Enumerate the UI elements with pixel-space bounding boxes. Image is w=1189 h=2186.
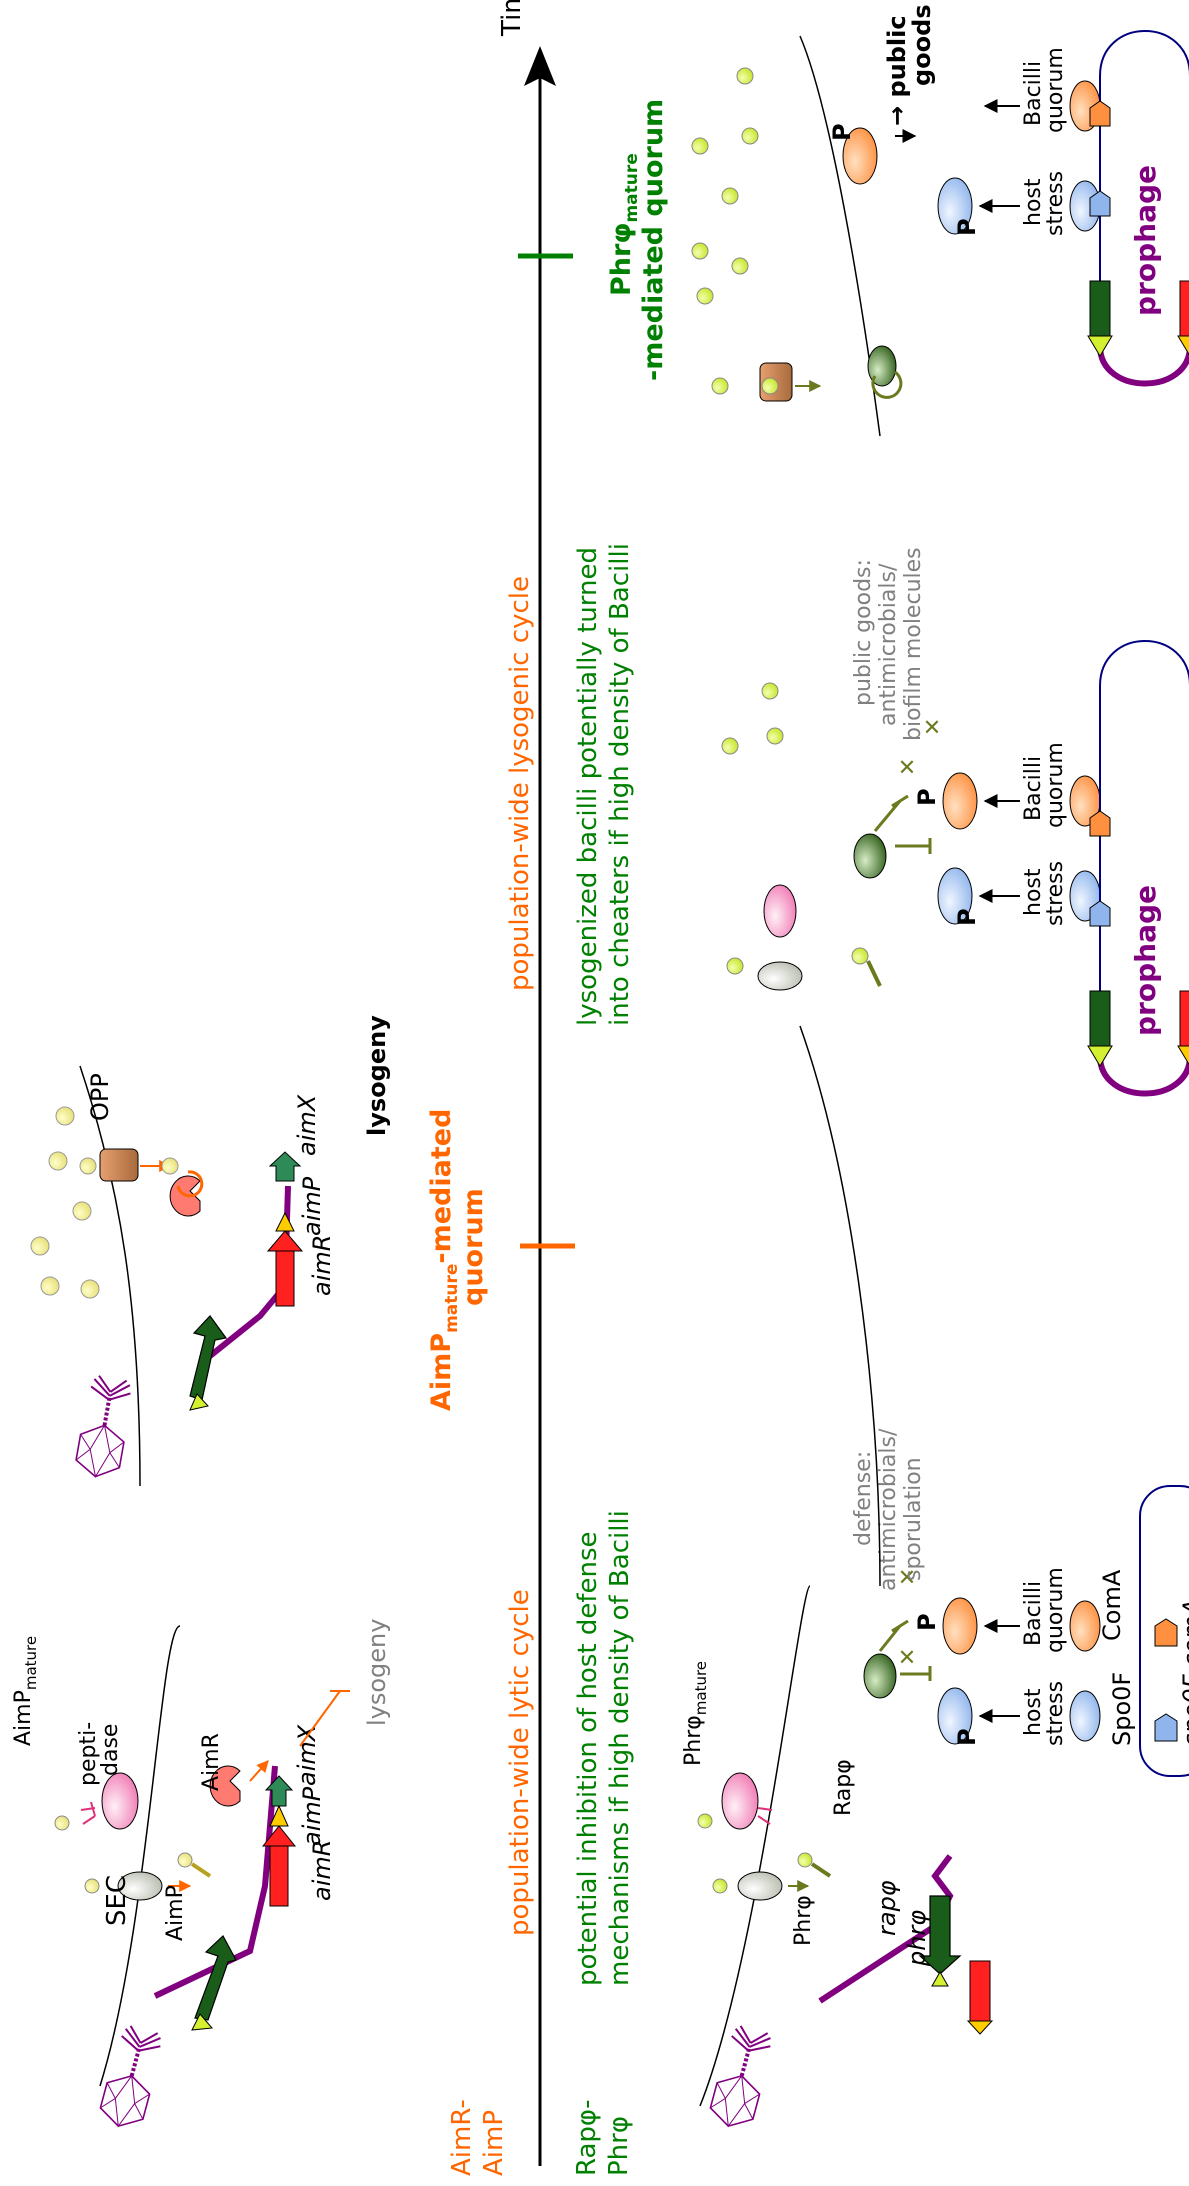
- svg-text:lysogeny: lysogeny: [363, 1619, 391, 1726]
- svg-text:P: P: [913, 1613, 941, 1631]
- svg-text:ComA: ComA: [1098, 1569, 1126, 1641]
- svg-text:prophage: prophage: [1129, 885, 1162, 1036]
- svg-text:SEC: SEC: [102, 1875, 132, 1926]
- svg-text:OPP: OPP: [86, 1073, 114, 1121]
- svg-text:stress: stress: [1043, 171, 1068, 236]
- svg-text:-mediated quorum: -mediated quorum: [638, 99, 669, 381]
- svg-text:stress: stress: [1043, 1681, 1068, 1746]
- svg-text:aimP: aimP: [298, 1786, 326, 1846]
- aimr-aimp-label-line1: AimR-: [447, 2099, 477, 2176]
- panel-aim-lysogeny: aimR aimP aimX lysogeny OPP: [30, 1015, 391, 1487]
- svg-text:Bacilli: Bacilli: [1021, 1581, 1046, 1646]
- svg-text:✕: ✕: [896, 1568, 921, 1586]
- svg-text:Spo0F: Spo0F: [1108, 1672, 1136, 1746]
- svg-text:P: P: [953, 1728, 981, 1746]
- svg-text:quorum: quorum: [1043, 47, 1068, 133]
- svg-text:AimP: AimP: [163, 1885, 188, 1941]
- svg-text:✕: ✕: [921, 718, 946, 736]
- svg-text:public goods:: public goods:: [851, 559, 876, 706]
- svg-text:dase: dase: [98, 1724, 123, 1776]
- svg-text:prophage: prophage: [1129, 165, 1162, 316]
- aimr-aimp-label-line2: AimP: [479, 2110, 509, 2176]
- svg-text:quorum: quorum: [1043, 742, 1068, 828]
- svg-text:Bacilli: Bacilli: [1021, 61, 1046, 126]
- svg-text:goods: goods: [908, 4, 936, 86]
- svg-text:aimX: aimX: [293, 1724, 321, 1786]
- aimr-gene: [269, 1845, 289, 1907]
- aimp-gene: [269, 1804, 289, 1827]
- green-gene: [194, 1935, 237, 2021]
- svg-text:stress: stress: [1043, 861, 1068, 926]
- phr-quorum-label: Phrφmature -mediated quorum: [606, 99, 669, 381]
- panel-aim-lytic: aimR aimP aimX lysogeny AimR SEC AimP pe…: [11, 1619, 391, 2134]
- svg-text:Phrφmature: Phrφmature: [606, 153, 642, 296]
- svg-text:rapφ: rapφ: [873, 1880, 901, 1936]
- svg-text:Bacilli: Bacilli: [1021, 756, 1046, 821]
- svg-text:biofilm molecules: biofilm molecules: [901, 547, 926, 741]
- svg-text:host: host: [1021, 868, 1046, 916]
- svg-text:aimR: aimR: [308, 1235, 336, 1296]
- svg-text:Rapφ: Rapφ: [831, 1759, 856, 1816]
- time-axis: Time: [497, 0, 575, 2166]
- svg-text:spo0F comA: spo0F comA: [1178, 1599, 1189, 1746]
- rap-phr-label-line1: Rapφ-: [572, 2100, 602, 2176]
- svg-text:host: host: [1021, 178, 1046, 226]
- svg-text:P: P: [913, 788, 941, 806]
- time-label: Time: [497, 0, 527, 37]
- svg-text:aimX: aimX: [293, 1094, 321, 1156]
- svg-text:AimPmature: AimPmature: [11, 1636, 40, 1746]
- svg-text:sporulation: sporulation: [901, 1457, 926, 1581]
- cheaters-note-line2: into cheaters if high density of Bacilli: [605, 543, 635, 1026]
- inhibition-note-line1: potential inhibition of host defense: [573, 1531, 603, 1986]
- svg-text:✕: ✕: [896, 1648, 921, 1666]
- lysogenic-phase-label: population-wide lysogenic cycle: [505, 576, 535, 991]
- svg-text:AimPmature-mediated: AimPmature-mediated: [426, 1109, 462, 1411]
- svg-text:aimR: aimR: [308, 1840, 336, 1901]
- svg-text:→ public: → public: [883, 15, 911, 126]
- aimx-gene: [264, 1775, 294, 1807]
- svg-text:P: P: [953, 908, 981, 926]
- svg-text:pepti-: pepti-: [76, 1722, 101, 1786]
- svg-text:antimicrobials/: antimicrobials/: [876, 563, 901, 726]
- lytic-phase-label: population-wide lytic cycle: [505, 1589, 535, 1936]
- svg-text:P: P: [953, 218, 981, 236]
- svg-text:quorum: quorum: [458, 1188, 489, 1306]
- svg-text:quorum: quorum: [1043, 1567, 1068, 1653]
- panel-rap-lysogenic: P P host stress Bacilli quorum ✕ ✕ publi…: [721, 547, 1189, 1587]
- panel-rap-lytic: rapφ phrφ Phrφ Phrφmature Rapφ P P host …: [681, 1428, 1189, 2134]
- aimp-quorum-label: AimPmature-mediated quorum: [426, 1109, 489, 1411]
- svg-text:host: host: [1021, 1688, 1046, 1736]
- svg-text:aimP: aimP: [298, 1176, 326, 1236]
- svg-text:Phrφ: Phrφ: [791, 1895, 816, 1946]
- svg-text:AimR: AimR: [199, 1733, 224, 1791]
- svg-text:phrφ: phrφ: [903, 1910, 931, 1967]
- inhibition-note-line2: mechanisms if high density of Bacilli: [605, 1510, 635, 1986]
- cheaters-note-line1: lysogenized bacilli potentially turned: [573, 547, 603, 1026]
- rap-phr-label-line2: Phrφ: [604, 2116, 634, 2176]
- svg-text:lysogeny: lysogeny: [363, 1015, 391, 1136]
- panel-rap-quorum: P P host stress Bacilli quorum → public …: [691, 4, 1189, 437]
- svg-text:✕: ✕: [896, 758, 921, 776]
- svg-text:P: P: [828, 123, 856, 141]
- svg-text:defense:: defense:: [851, 1451, 876, 1546]
- svg-text:Phrφmature: Phrφmature: [681, 1661, 710, 1766]
